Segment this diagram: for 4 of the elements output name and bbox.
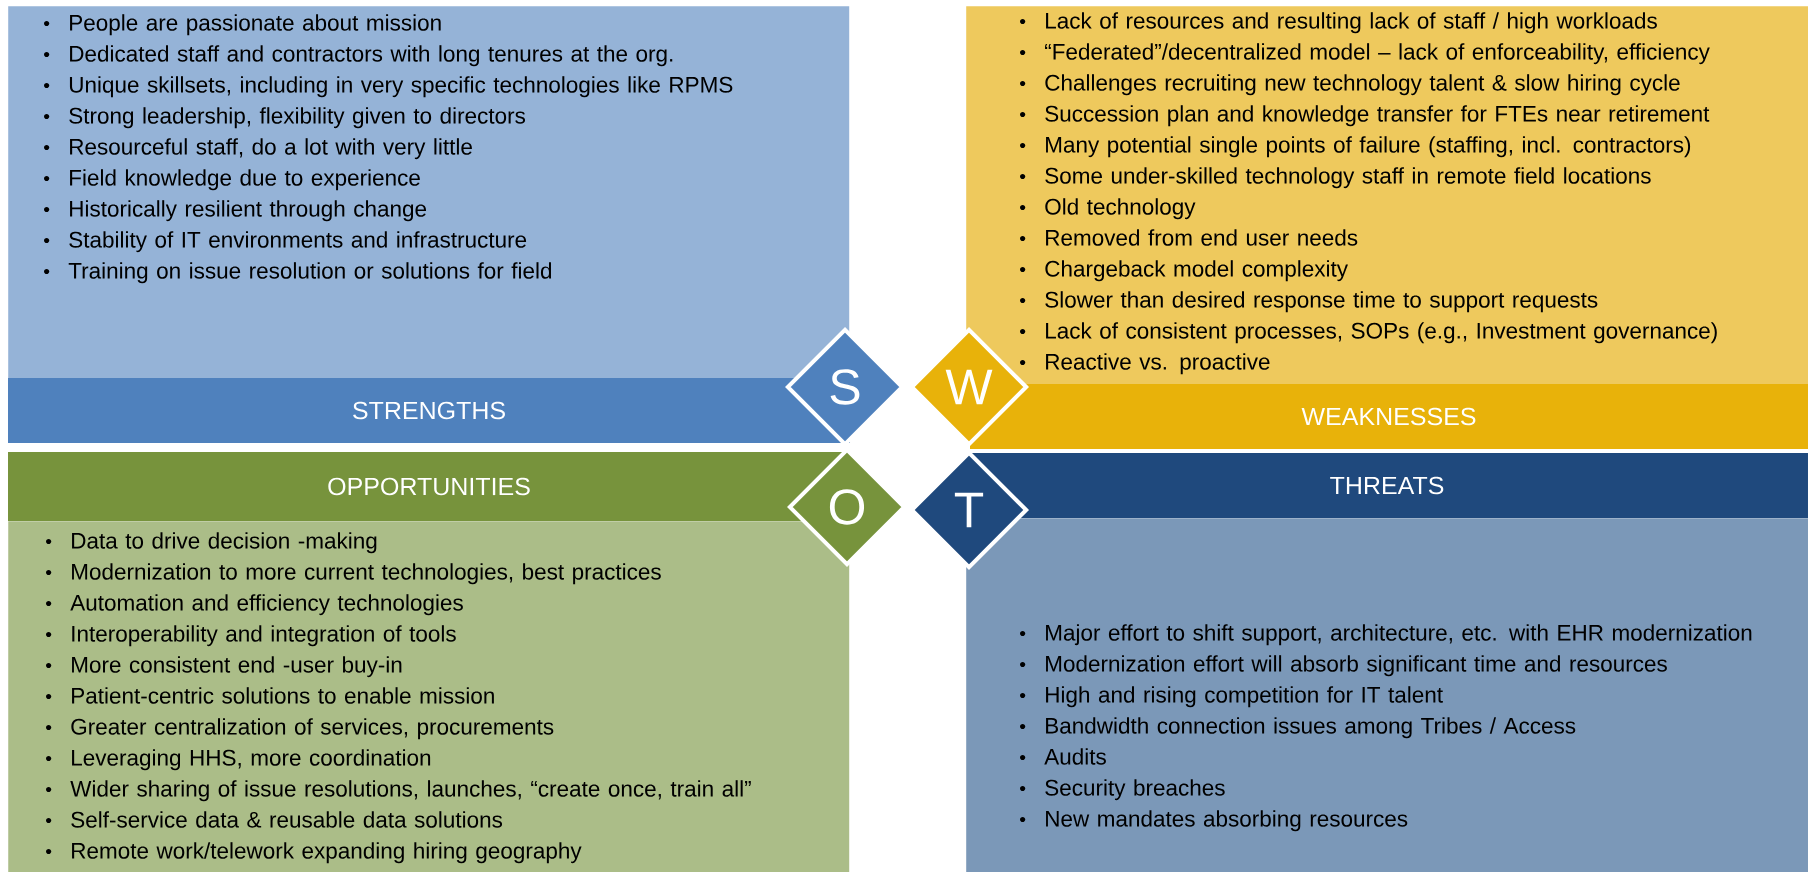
node-label: THREATS [1330,476,1444,495]
node-label: WEAKNESSES [1301,407,1476,426]
node-label: OPPORTUNITIES [328,477,530,496]
node-label: STRENGTHS [353,401,505,420]
